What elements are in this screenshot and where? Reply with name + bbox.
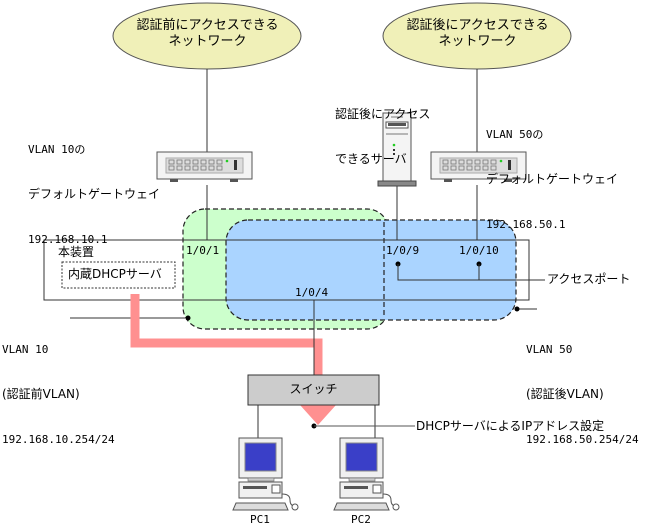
post-auth-line1: 認証後にアクセスできる bbox=[406, 18, 549, 33]
access-port-leader bbox=[397, 264, 545, 281]
port-1-0-9: 1/0/9 bbox=[386, 244, 420, 257]
server-label: 認証後にアクセス できるサーバ bbox=[335, 77, 430, 182]
vlan10-ip: 192.168.10.254/24 bbox=[2, 433, 115, 446]
pre-auth-line2: ネットワーク bbox=[168, 34, 247, 49]
pc2-label: PC2 bbox=[351, 513, 371, 526]
server-icon bbox=[377, 112, 417, 187]
gw50-subtitle: デフォルトゲートウェイ bbox=[486, 172, 619, 186]
server-label-line1: 認証後にアクセス bbox=[335, 107, 431, 121]
server-label-line2: できるサーバ bbox=[335, 152, 407, 166]
gateway-vlan10-label: VLAN 10の デフォルトゲートウェイ 192.168.10.1 bbox=[28, 112, 160, 262]
dhcp-server-label: 内蔵DHCPサーバ bbox=[68, 267, 162, 281]
gateway-vlan50-icon bbox=[430, 151, 527, 182]
gateway-vlan10-icon bbox=[156, 151, 253, 182]
dhcp-server-box bbox=[61, 261, 176, 289]
vlan50-dot bbox=[514, 306, 520, 312]
vlan10-name: VLAN 10 bbox=[2, 343, 49, 356]
pc2-icon bbox=[333, 437, 400, 511]
gw10-title: VLAN 10の bbox=[28, 143, 86, 156]
switch-box bbox=[247, 374, 380, 406]
pre-auth-line1: 認証前にアクセスできる bbox=[136, 18, 279, 33]
device-box bbox=[43, 239, 530, 301]
pc1-label: PC1 bbox=[250, 513, 270, 526]
switch-label: スイッチ bbox=[289, 382, 338, 396]
vlan50-ip: 192.168.50.254/24 bbox=[526, 433, 639, 446]
vlan10-desc: (認証前VLAN) bbox=[2, 387, 80, 401]
post-auth-network-label: 認証後にアクセスできる ネットワーク bbox=[390, 18, 565, 50]
pre-auth-network-label: 認証前にアクセスできる ネットワーク bbox=[120, 18, 295, 50]
post-auth-line2: ネットワーク bbox=[438, 34, 517, 49]
gw50-title: VLAN 50の bbox=[486, 128, 544, 141]
gw10-subtitle: デフォルトゲートウェイ bbox=[28, 187, 161, 201]
vlan50-name: VLAN 50 bbox=[526, 343, 573, 356]
pc1-icon bbox=[232, 437, 299, 511]
gw10-ip: 192.168.10.1 bbox=[28, 233, 108, 246]
port-1-0-10: 1/0/10 bbox=[459, 244, 499, 257]
port-1-0-4: 1/0/4 bbox=[295, 286, 329, 299]
gw50-ip: 192.168.50.1 bbox=[486, 218, 566, 231]
vlan10-label: VLAN 10 (認証前VLAN) 192.168.10.254/24 bbox=[2, 312, 115, 462]
dhcp-flow-arrowhead bbox=[300, 405, 336, 425]
vlan50-label: VLAN 50 (認証後VLAN) 192.168.50.254/24 bbox=[526, 312, 639, 462]
vlan50-region bbox=[225, 219, 517, 321]
port-1-0-1: 1/0/1 bbox=[186, 244, 220, 257]
vlan10-dot bbox=[185, 315, 191, 321]
dhcp-assign-label: DHCPサーバによるIPアドレス設定 bbox=[416, 419, 605, 433]
device-name: 本装置 bbox=[58, 245, 95, 259]
vlan50-desc: (認証後VLAN) bbox=[526, 387, 604, 401]
access-port-label: アクセスポート bbox=[547, 272, 631, 286]
gateway-vlan50-label: VLAN 50の デフォルトゲートウェイ 192.168.50.1 bbox=[486, 97, 618, 247]
